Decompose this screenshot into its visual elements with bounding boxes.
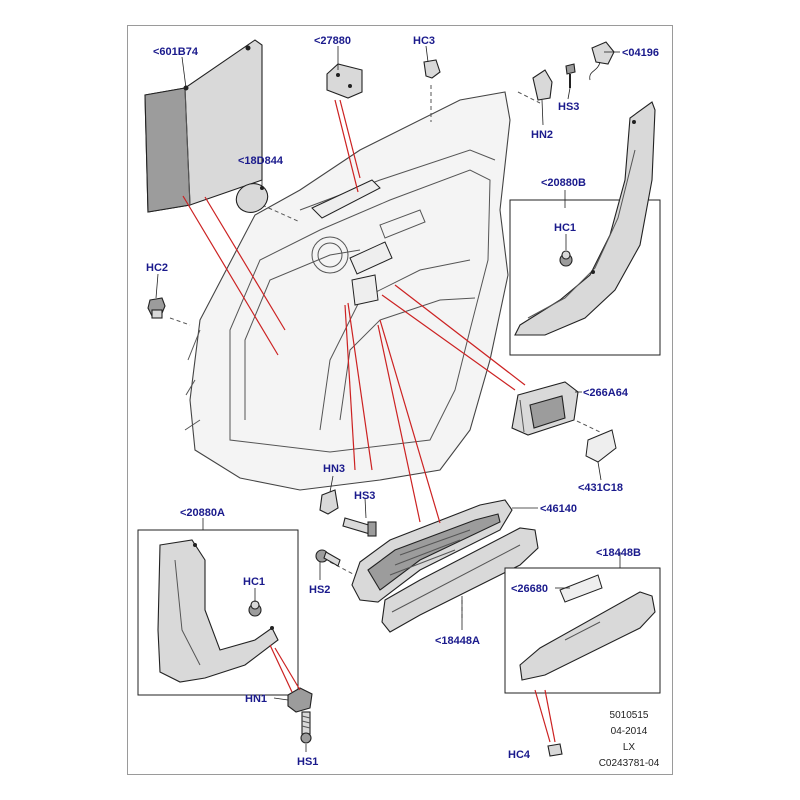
label-hc2: HC2 [146, 262, 168, 274]
inset-20880A [137, 529, 299, 696]
part-hn2 [532, 69, 553, 101]
label-hc1-bottom: HC1 [243, 576, 265, 588]
label-hc4: HC4 [508, 749, 531, 761]
callout-labels: <601B74 <27880 HC3 <04196 HS3 HN2 <18D84… [146, 35, 659, 768]
label-601B74: <601B74 [153, 46, 199, 58]
legend-block: 5010515 04-2014 LX C0243781-04 [599, 710, 660, 769]
label-hs2: HS2 [309, 584, 330, 596]
label-hn3: HN3 [323, 463, 345, 475]
part-hc3-clip [423, 59, 441, 79]
label-27880: <27880 [314, 35, 351, 47]
part-431C18 [585, 429, 617, 463]
part-04196 [589, 41, 615, 81]
callout-leaders [155, 45, 621, 752]
legend-line-1: 5010515 [610, 710, 649, 721]
door-trim-panel [184, 91, 511, 491]
label-hs1: HS1 [297, 756, 318, 768]
part-hs3-top-screw [565, 63, 576, 88]
label-18448B: <18448B [596, 547, 641, 559]
part-hs1-bolt [300, 711, 312, 744]
label-431C18: <431C18 [578, 482, 623, 494]
label-hn2: HN2 [531, 129, 553, 141]
part-hs3-mid-screw [342, 517, 377, 537]
label-hn1: HN1 [245, 693, 267, 705]
part-18448A [381, 527, 539, 633]
legend-line-2: 04-2014 [611, 726, 648, 737]
part-266A64 [511, 381, 579, 436]
label-26680: <26680 [511, 583, 548, 595]
label-hs3-top: HS3 [558, 101, 579, 113]
part-18D844 [235, 183, 269, 213]
legend-line-4: C0243781-04 [599, 758, 660, 769]
inset-18448B [504, 567, 661, 694]
label-266A64: <266A64 [583, 387, 629, 399]
inset-20880B [509, 101, 661, 356]
label-18D844: <18D844 [238, 155, 284, 167]
label-20880A: <20880A [180, 507, 225, 519]
part-hc2-clip [147, 297, 166, 319]
red-leader-lines [182, 99, 556, 743]
part-hn3 [319, 489, 339, 515]
part-27880 [326, 63, 363, 99]
label-hc3: HC3 [413, 35, 435, 47]
label-18448A: <18448A [435, 635, 480, 647]
label-46140: <46140 [540, 503, 577, 515]
part-hs2-screw [315, 549, 341, 567]
label-hc1-top: HC1 [554, 222, 576, 234]
label-20880B: <20880B [541, 177, 586, 189]
label-04196: <04196 [622, 47, 659, 59]
diagram-frame [127, 25, 673, 775]
part-46140 [351, 499, 513, 603]
part-hc4-clip [547, 743, 563, 757]
part-hn1 [287, 687, 313, 713]
legend-line-3: LX [623, 742, 636, 753]
label-hs3-mid: HS3 [354, 490, 375, 502]
part-601B74 [144, 39, 263, 213]
